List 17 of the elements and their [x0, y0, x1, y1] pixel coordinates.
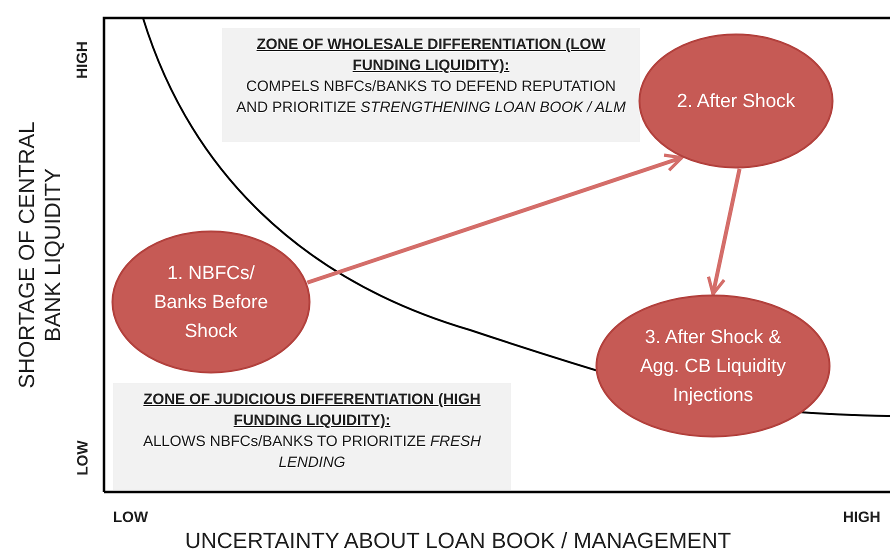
stage-ellipse: 3. After Shock & Agg. CB Liquidity Injections	[595, 294, 831, 438]
arrow	[706, 168, 742, 296]
arrow	[306, 154, 684, 284]
axis-title: SHORTAGE OF CENTRAL BANK LIQUIDITY	[14, 120, 66, 390]
axis-tick-label: LOW	[113, 508, 148, 528]
zone-heading: ZONE OF WHOLESALE DIFFERENTIATION (LOW FUNDING LIQUIDITY):	[256, 35, 606, 76]
zone-description: ALLOWS NBFCs/BANKS TO PRIORITIZE FRESH LENDING	[142, 432, 482, 473]
zone-heading: ZONE OF JUDICIOUS DIFFERENTIATION (HIGH FUNDING LIQUIDITY):	[142, 390, 482, 431]
stage-ellipse: 2. After Shock	[638, 33, 834, 169]
axis-tick-label: HIGH	[843, 508, 880, 528]
axis-tick-label: HIGH	[72, 41, 92, 79]
axis-title: UNCERTAINTY ABOUT LOAN BOOK / MANAGEMENT	[185, 528, 732, 554]
zone-description: COMPELS NBFCs/BANKS TO DEFEND REPUTATION AND PRIORITIZE STRENGTHENING LOAN BOOK / ALM	[235, 77, 627, 118]
axis-tick-label: LOW	[73, 440, 92, 476]
zone-panel	[113, 383, 511, 490]
stage-ellipse: 1. NBFCs/ Banks Before Shock	[111, 230, 311, 374]
zone-panel	[222, 28, 640, 142]
